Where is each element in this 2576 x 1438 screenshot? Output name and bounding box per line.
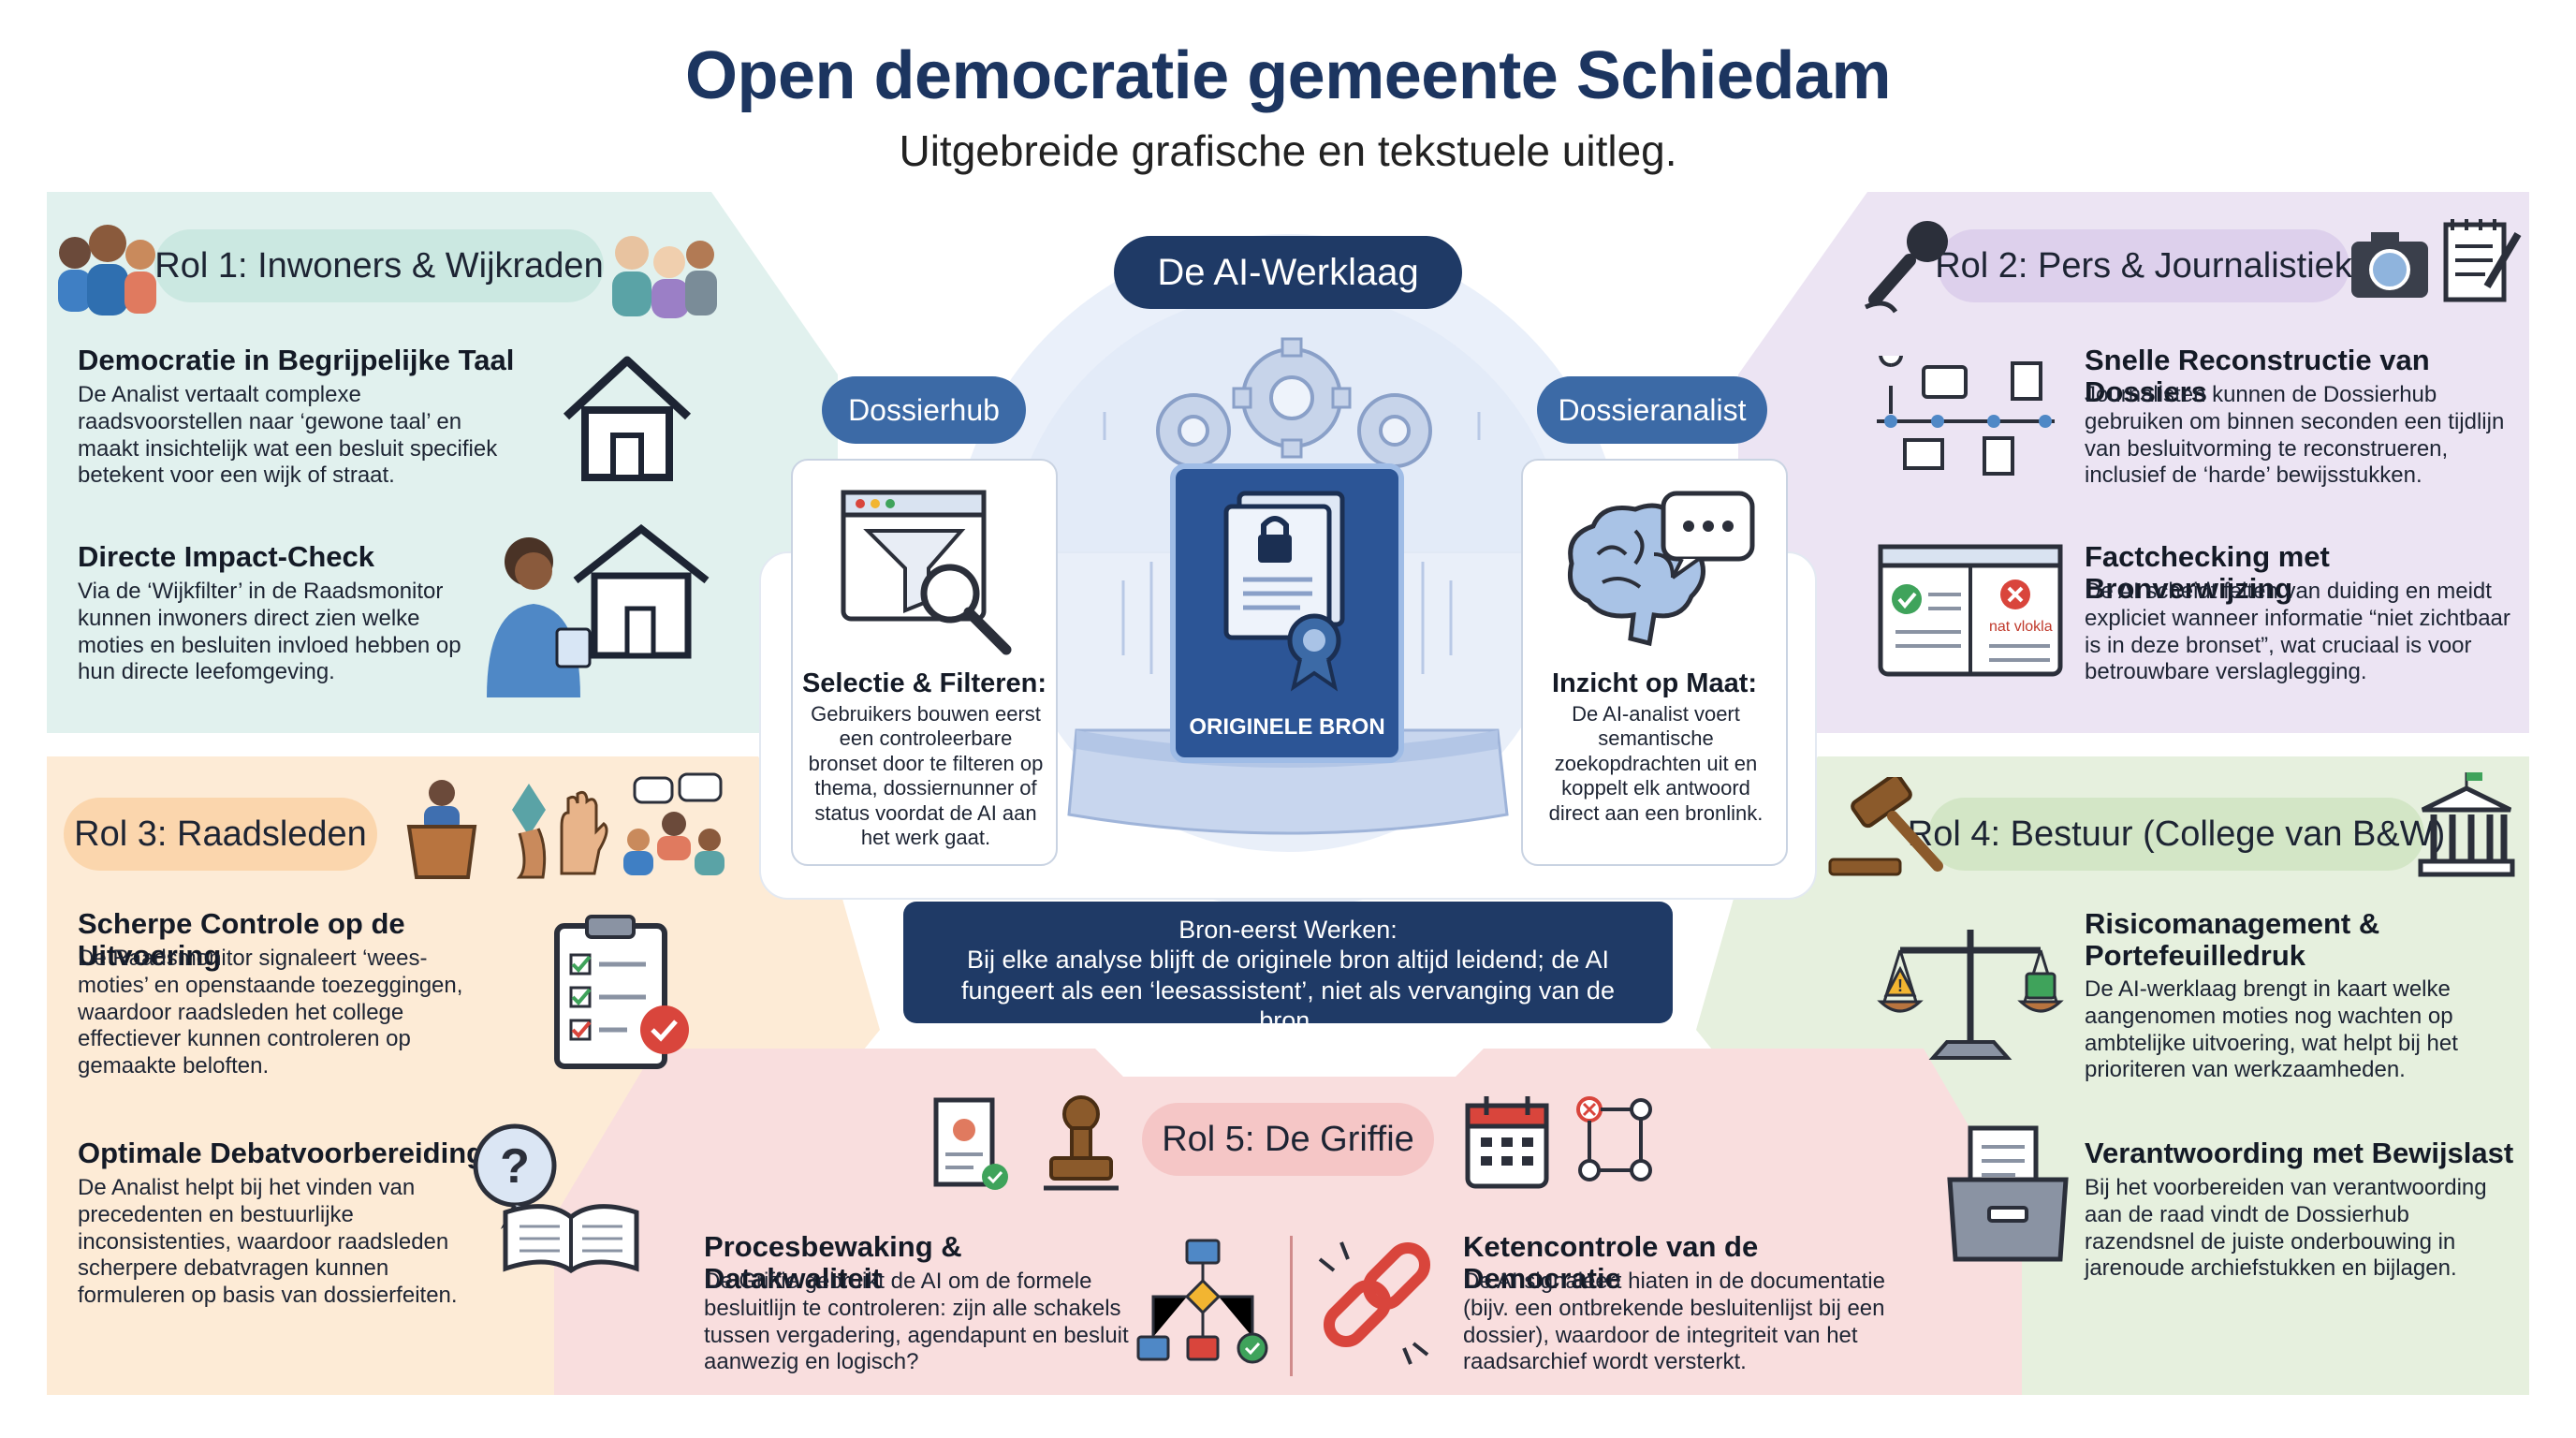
role4-s1-body: De AI-werklaag brengt in kaart welke aan… bbox=[2085, 976, 2458, 1083]
meeting-icon bbox=[623, 772, 724, 875]
factcheck-icon: nat vlokla bbox=[1878, 544, 2063, 677]
principle-box: Bron-eerst Werken: Bij elke analyse blij… bbox=[903, 902, 1673, 1034]
original-source-label: ORIGINELE BRON bbox=[1189, 714, 1385, 740]
role5-divider bbox=[1290, 1236, 1293, 1376]
stamp-icon bbox=[1044, 1095, 1119, 1191]
role5-s2-body: De AI signaleert hiaten in de documentat… bbox=[1463, 1269, 1885, 1375]
brain-chat-icon bbox=[1568, 491, 1755, 647]
role4-s1-title: Risicomanagement & Portefeuilledruk bbox=[2085, 907, 2380, 973]
flowchart-icon bbox=[1136, 1239, 1268, 1364]
ai-layer-label: De AI-Werklaag bbox=[1114, 236, 1462, 309]
archive-icon bbox=[1947, 1125, 2069, 1262]
role2-label: Rol 2: Pers & Journalistiek bbox=[1935, 229, 2352, 302]
page-subtitle: Uitgebreide grafische en tekstuele uitle… bbox=[899, 126, 1677, 175]
gavel-icon bbox=[1828, 777, 1943, 876]
svg-text:?: ? bbox=[500, 1139, 530, 1194]
microphone-icon bbox=[1864, 221, 1948, 314]
role3-label: Rol 3: Raadsleden bbox=[64, 798, 377, 871]
principle-title: Bron-eerst Werken: bbox=[1178, 916, 1398, 944]
clipboard-check-icon bbox=[554, 915, 689, 1069]
camera-icon bbox=[2351, 232, 2428, 298]
role3-s2-title: Optimale Debatvoorbereiding bbox=[78, 1137, 485, 1169]
elderly-icon bbox=[612, 236, 717, 318]
gear-icon bbox=[1156, 337, 1432, 468]
tablet-person-icon bbox=[487, 524, 710, 697]
role5-label: Rol 5: De Griffie bbox=[1142, 1103, 1434, 1176]
role5-s1-body: De Griffie gebruikt de AI om de formele … bbox=[704, 1269, 1129, 1375]
dossierhub-card: Selectie & Filteren: Gebruikers bouwen e… bbox=[791, 459, 1058, 866]
dossierhub-body: Gebruikers bouwen eerst een controleerba… bbox=[808, 702, 1044, 849]
role4-label: Rol 4: Bestuur (College van B&W) bbox=[1908, 798, 2445, 871]
role4-s2-body: Bij het voorbereiden van verantwoording … bbox=[2085, 1175, 2487, 1282]
role1-s1-title: Democratie in Begrijpelijke Taal bbox=[78, 344, 515, 376]
role1-s2-title: Directe Impact-Check bbox=[78, 540, 375, 573]
broken-chain-icon bbox=[1318, 1241, 1431, 1365]
dossieranalist-card: Inzicht op Maat: De AI-analist voert sem… bbox=[1521, 459, 1788, 866]
dossieranalist-label: Dossieranalist bbox=[1537, 376, 1767, 444]
role1-label: Rol 1: Inwoners & Wijkraden bbox=[154, 229, 604, 302]
role5-s2-title: Ketencontrole van de Democratie bbox=[1463, 1230, 1759, 1296]
notepad-icon bbox=[2443, 219, 2522, 302]
podium-icon bbox=[406, 780, 477, 879]
svg-text:!: ! bbox=[1897, 976, 1903, 995]
role2-s1-title: Snelle Reconstructie van Dossiers bbox=[2085, 344, 2430, 409]
raised-hand-icon bbox=[560, 790, 608, 875]
house-icon bbox=[563, 356, 692, 481]
role1-s2-body: Via de ‘Wijkfilter’ in de Raadsmonitor k… bbox=[78, 579, 461, 685]
document-icon bbox=[933, 1097, 1008, 1190]
people-icon bbox=[58, 225, 156, 315]
lock-document-icon bbox=[1223, 491, 1345, 692]
dossierhub-label: Dossierhub bbox=[822, 376, 1026, 444]
role1-s1-body: De Analist vertaalt complexe raadsvoorst… bbox=[78, 382, 498, 489]
vote-hand-icon bbox=[512, 784, 547, 879]
dossierhub-title: Selectie & Filteren: bbox=[801, 668, 1047, 698]
role3-s2-body: De Analist helpt bij het vinden van prec… bbox=[78, 1175, 458, 1309]
role3-s1-title: Scherpe Controle op de Uitvoering bbox=[78, 907, 405, 973]
role5-panel-bg bbox=[554, 1049, 2022, 1395]
calendar-icon bbox=[1465, 1096, 1549, 1189]
role2-s2-body: De AI scheidt feiten van duiding en meid… bbox=[2085, 579, 2510, 685]
principle-body: Bij elke analyse blijft de originele bro… bbox=[961, 946, 1615, 1035]
role4-s2-title: Verantwoording met Bewijslast bbox=[2085, 1137, 2514, 1169]
role2-s2-title: Factchecking met Bronverwijzing bbox=[2085, 540, 2330, 606]
timeline-icon bbox=[1877, 356, 2055, 476]
role3-s1-body: De Raadsmonitor signaleert ‘wees-moties’… bbox=[78, 946, 463, 1079]
dossieranalist-body: De AI-analist voert semantische zoekopdr… bbox=[1548, 702, 1764, 825]
flow-icon bbox=[1576, 1096, 1652, 1181]
filter-search-icon bbox=[841, 490, 1012, 655]
role2-s1-body: Journalisten kunnen de Dossierhub gebrui… bbox=[2085, 382, 2505, 489]
factcheck-bubble-text: nat vlokla bbox=[1989, 619, 2053, 635]
dossieranalist-title: Inzicht op Maat: bbox=[1551, 668, 1758, 698]
question-book-icon: ? bbox=[473, 1123, 639, 1273]
scales-icon: ! bbox=[1877, 930, 2064, 1060]
original-source-card: ORIGINELE BRON bbox=[1170, 463, 1404, 763]
page-title: Open democratie gemeente Schiedam bbox=[685, 38, 1891, 113]
role5-s1-title: Procesbewaking & Datakwaliteit bbox=[704, 1230, 962, 1296]
townhall-icon bbox=[2418, 772, 2515, 877]
